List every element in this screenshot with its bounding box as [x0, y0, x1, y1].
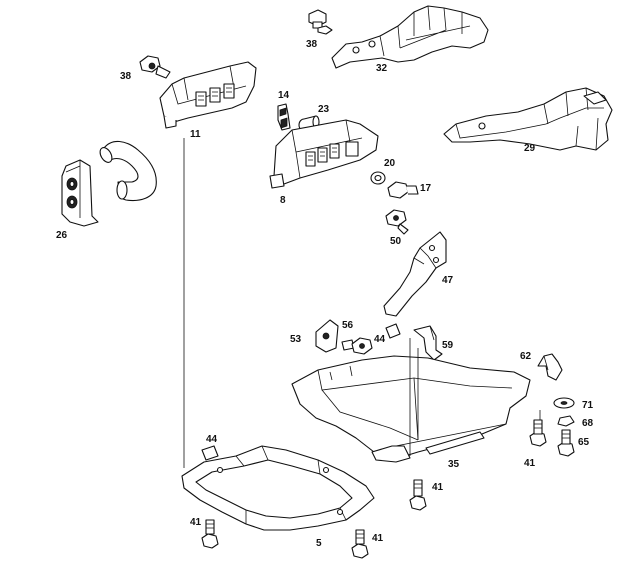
callout-50: 50 [390, 236, 402, 247]
callout-56: 56 [342, 320, 354, 331]
bracket-59 [413, 325, 443, 361]
callout-11: 11 [190, 129, 201, 140]
callout-5: 5 [316, 538, 322, 549]
clip-44-upper [385, 323, 401, 339]
bolt-65 [557, 429, 575, 457]
bolt-17 [387, 181, 419, 199]
callout-41-right: 41 [524, 458, 536, 469]
clip-44-lower [201, 445, 219, 461]
bracket-47 [383, 231, 447, 317]
bolt-56 [341, 337, 373, 355]
intake-hose [99, 140, 157, 202]
callout-41-bottom: 41 [372, 533, 384, 544]
callout-44-upper: 44 [374, 334, 386, 345]
callout-29: 29 [524, 143, 536, 154]
bolt-41-bottom [351, 529, 369, 559]
callout-38-left: 38 [120, 71, 132, 82]
washer-20 [370, 171, 386, 185]
leader-lines [183, 138, 541, 468]
callout-62: 62 [520, 351, 532, 362]
callout-59: 59 [442, 340, 454, 351]
callout-8: 8 [280, 195, 286, 206]
bolt-38-top [308, 9, 333, 35]
callout-53: 53 [290, 334, 302, 345]
intake-housing-11 [159, 61, 257, 129]
callout-47: 47 [442, 275, 454, 286]
bolt-50 [385, 209, 409, 235]
clip-14 [277, 103, 291, 131]
callout-41-center: 41 [432, 482, 444, 493]
callout-14: 14 [278, 90, 290, 101]
callout-41-left: 41 [190, 517, 202, 528]
callout-23: 23 [318, 104, 330, 115]
bolt-41-right [529, 419, 547, 447]
callout-32: 32 [376, 63, 388, 74]
bolt-41-center [409, 479, 427, 511]
duct-29 [443, 87, 613, 151]
bolt-41-left [201, 519, 219, 549]
bolt-38-left [139, 55, 171, 79]
washer-71 [553, 397, 575, 409]
callout-17: 17 [420, 183, 432, 194]
callout-44-lower: 44 [206, 434, 218, 445]
tray-5 [181, 445, 375, 531]
duct-bracket-32 [331, 5, 489, 69]
bracket-53 [315, 319, 339, 353]
callout-35: 35 [448, 459, 460, 470]
callout-71: 71 [582, 400, 594, 411]
callout-38-top: 38 [306, 39, 318, 50]
bracket-62 [537, 353, 563, 381]
callout-68: 68 [582, 418, 594, 429]
nut-68 [557, 415, 575, 427]
connector-26 [61, 159, 99, 227]
callout-20: 20 [384, 158, 396, 169]
callout-26: 26 [56, 230, 68, 241]
callout-labels: 38 32 38 14 23 11 29 20 17 8 26 50 47 53… [56, 39, 594, 549]
shield-panel-35 [291, 355, 531, 463]
air-housing-8 [269, 119, 379, 189]
callout-65: 65 [578, 437, 590, 448]
